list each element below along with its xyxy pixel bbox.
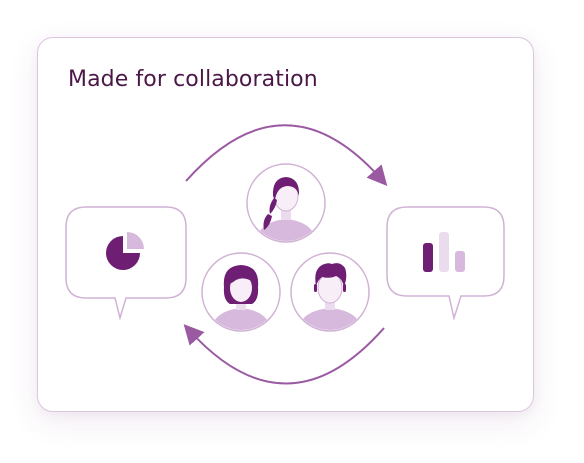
woman-ponytail-avatar xyxy=(246,163,326,243)
bar-chart-icon xyxy=(423,232,465,272)
card-title: Made for collaboration xyxy=(68,67,318,92)
cycle-arrow-top xyxy=(185,124,388,186)
right-speech-bubble xyxy=(386,206,505,321)
cycle-arrow-bottom xyxy=(183,324,385,385)
pie-chart-icon xyxy=(106,232,144,270)
man-avatar xyxy=(290,252,370,332)
left-speech-bubble xyxy=(65,206,187,321)
woman-short-hair-avatar xyxy=(201,252,281,332)
